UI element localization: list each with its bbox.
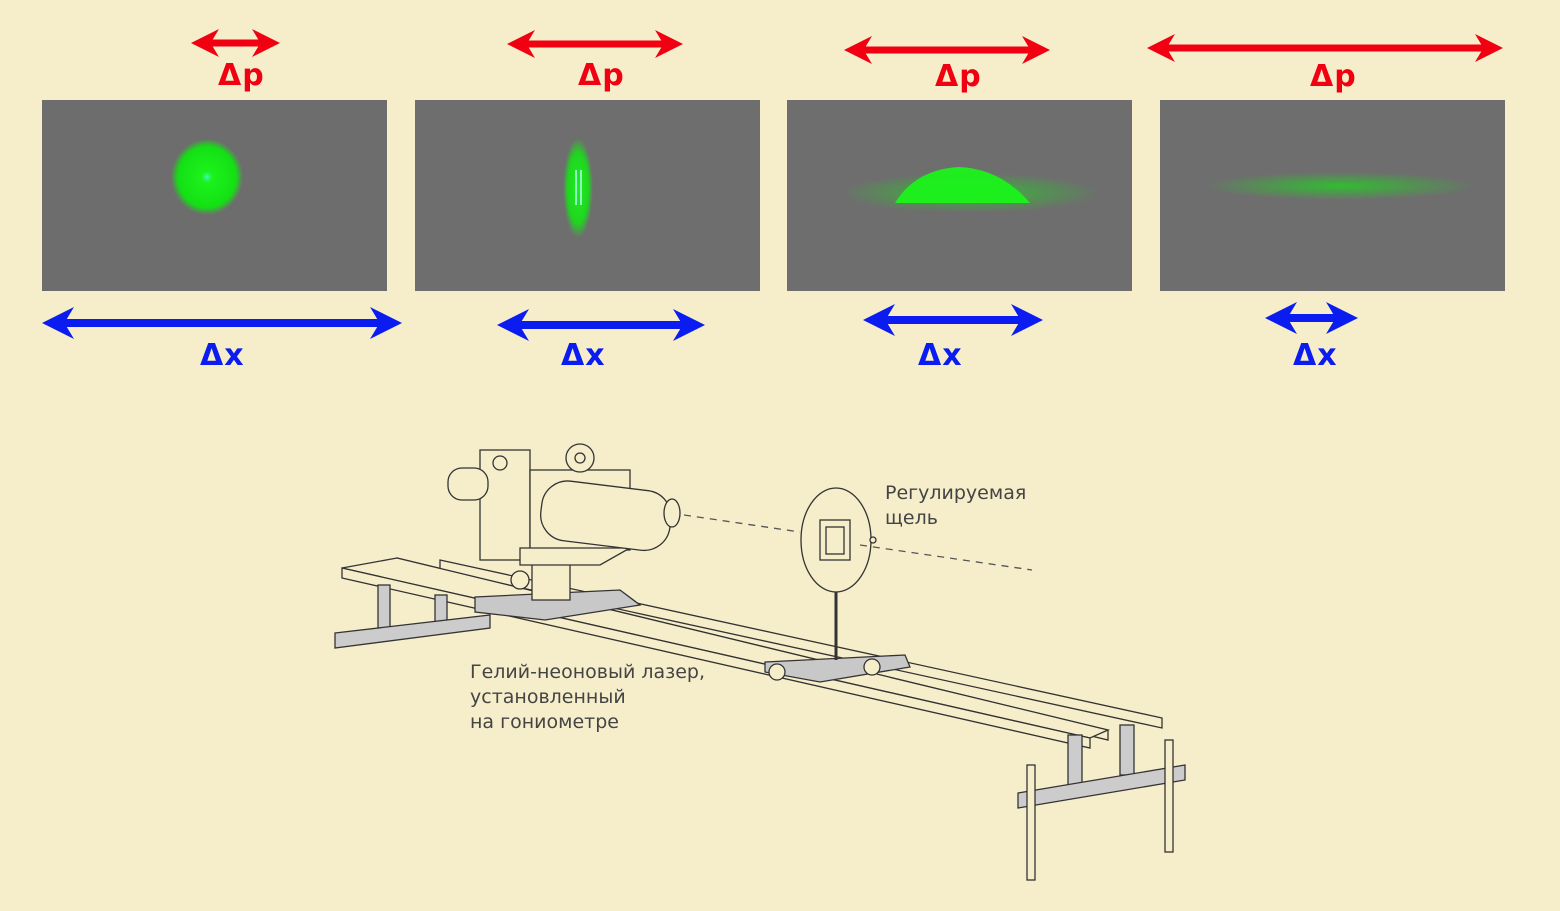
- laser-caption-line: на гониометре: [470, 711, 619, 733]
- laser-caption: Гелий-неоновый лазер, установленный на г…: [470, 660, 705, 735]
- slit-caption-line: Регулируемая: [885, 482, 1027, 504]
- slit-caption-line: щель: [885, 507, 938, 529]
- position-label-2: Δx: [561, 338, 606, 373]
- optical-bench: [334, 443, 1186, 881]
- slit-caption: Регулируемая щель: [885, 481, 1026, 531]
- round-spot: [171, 139, 243, 215]
- laser-caption-line: Гелий-неоновый лазер,: [470, 661, 706, 683]
- momentum-label-2: Δp: [578, 58, 625, 93]
- panel-4: [1160, 100, 1505, 291]
- laser-beam: [683, 514, 1033, 571]
- laser-caption-line: установленный: [470, 686, 626, 708]
- momentum-label-4: Δp: [1310, 59, 1357, 94]
- momentum-arrows: [191, 28, 1503, 64]
- position-label-3: Δx: [918, 338, 963, 373]
- position-arrows: [42, 302, 1358, 341]
- wide-blob: [895, 167, 1030, 203]
- panel-3: [787, 100, 1132, 291]
- position-label-1: Δx: [200, 338, 245, 373]
- faint-wide-smear: [1205, 172, 1475, 200]
- vertical-stripe: [563, 138, 593, 238]
- position-label-4: Δx: [1293, 338, 1338, 373]
- momentum-label-3: Δp: [935, 59, 982, 94]
- panel-2: [415, 100, 760, 291]
- momentum-label-1: Δp: [218, 58, 265, 93]
- panel-1: [42, 100, 387, 291]
